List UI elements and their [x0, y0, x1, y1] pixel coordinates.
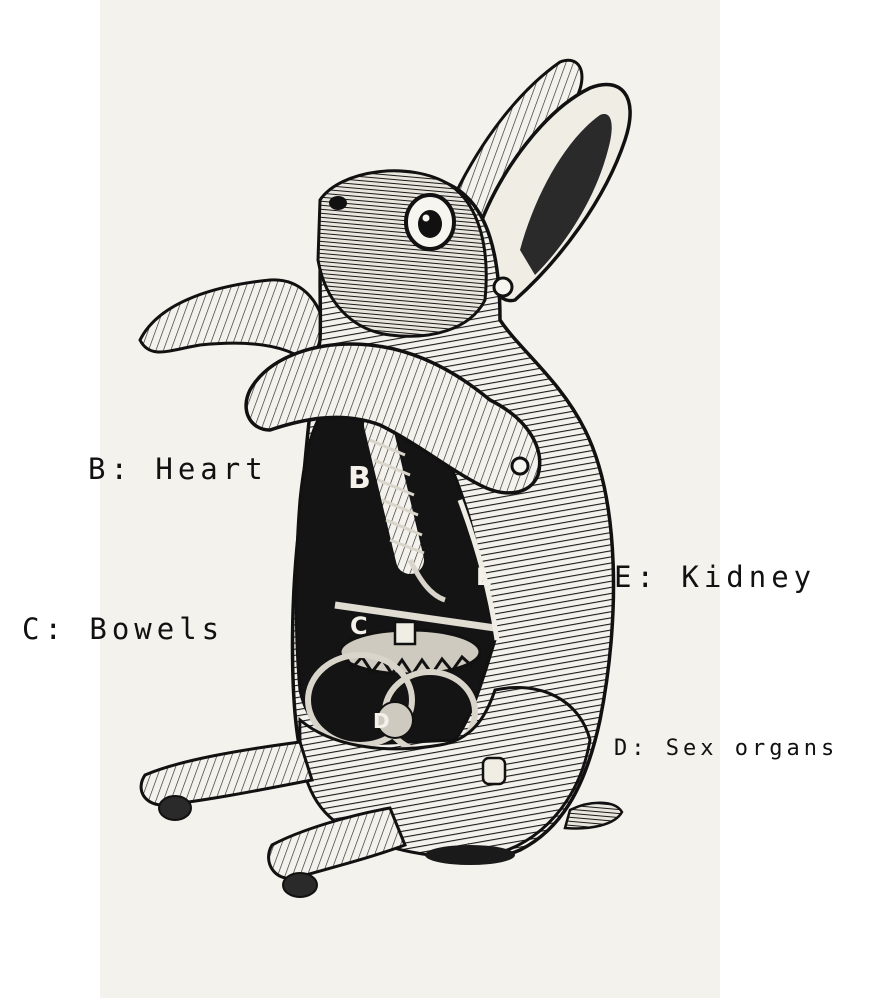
- rabbit-head: [318, 171, 486, 336]
- inner-letter-c: C: [350, 612, 368, 640]
- inner-letter-b: B: [348, 461, 371, 496]
- ear-rivet: [494, 278, 512, 296]
- arm-rivet: [512, 458, 528, 474]
- rabbit-pupil: [418, 210, 442, 238]
- label-heart: B: Heart: [88, 452, 268, 486]
- wheel-under: [425, 845, 515, 865]
- rabbit-eye-highlight: [423, 215, 430, 222]
- label-bowels: C: Bowels: [22, 612, 224, 646]
- label-kidney: E: Kidney: [614, 560, 816, 594]
- rabbit-nose: [329, 196, 347, 210]
- wheel-back: [159, 796, 191, 820]
- label-sex-organs: D: Sex organs: [614, 736, 838, 761]
- inner-letter-e: E: [476, 563, 492, 591]
- belly-knob: [483, 758, 505, 784]
- inner-letter-d: D: [373, 709, 390, 733]
- wheel-front: [283, 873, 317, 897]
